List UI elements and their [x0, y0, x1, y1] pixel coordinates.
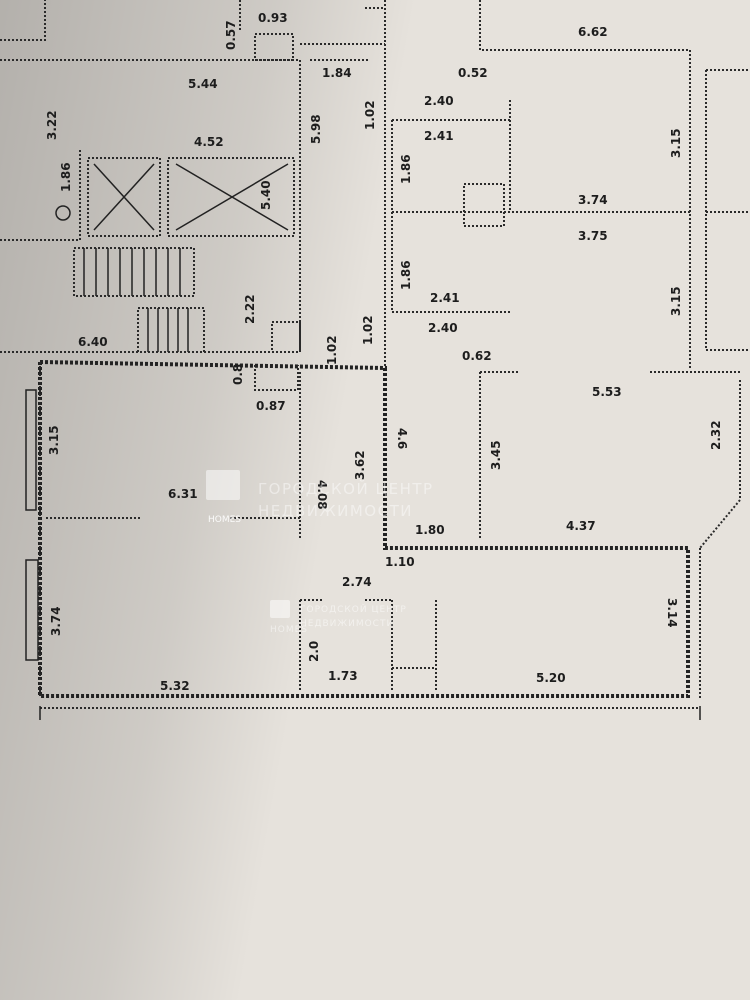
watermark-secondary-logo-icon: [270, 600, 290, 618]
watermark-line2: НЕДВИЖИМОСТИ: [258, 502, 413, 520]
dim-label: 1.02: [325, 335, 339, 365]
window-left-upper: [25, 389, 37, 511]
dim-label: 0.62: [462, 349, 492, 363]
dimension-labels: 0.93 0.57 5.44 3.22 1.86 4.52 5.40 2.22 …: [45, 11, 723, 693]
window-left: [25, 559, 39, 661]
dim-label: 1.73: [328, 669, 358, 683]
dim-label: 1.86: [59, 162, 73, 192]
dim-label: 2.41: [430, 291, 460, 305]
dim-label: 5.44: [188, 77, 218, 91]
watermark-line1: ГОРОДСКОЙ ЦЕНТР: [258, 479, 434, 498]
watermark-secondary-logo-label: HOMES: [270, 625, 308, 635]
dim-label: 1.86: [399, 260, 413, 290]
dim-label: 1.02: [361, 315, 375, 345]
dim-label: 0.87: [256, 399, 286, 413]
dim-label: 5.20: [536, 671, 566, 685]
dim-label: 6.31: [168, 487, 198, 501]
dim-label: 0.57: [224, 20, 238, 50]
watermark-logo-label: HOMES: [208, 515, 241, 525]
dim-label: 3.15: [47, 425, 61, 455]
dim-label: 1.80: [415, 523, 445, 537]
building-context: [0, 0, 750, 700]
watermark-secondary-line1: ГОРОДСКОЙ ЦЕНТР: [300, 603, 407, 615]
dim-label: 2.32: [709, 420, 723, 450]
dim-label: 3.75: [578, 229, 608, 243]
dim-label: 4.08: [315, 480, 329, 510]
watermark-logo-icon: [206, 470, 240, 500]
ventilation-shaft-2: [463, 183, 505, 227]
watermark-secondary: HOMES ГОРОДСКОЙ ЦЕНТР НЕДВИЖИМОСТИ: [270, 600, 407, 635]
dim-label: 5.40: [259, 180, 273, 210]
apartment-outline: [38, 359, 690, 698]
dim-label: 2.0: [307, 641, 321, 662]
elevator-shafts: [87, 157, 295, 237]
dim-label: 3.22: [45, 110, 59, 140]
dim-label: 6.62: [578, 25, 608, 39]
ventilation-shaft: [254, 33, 294, 61]
dim-label: 0.93: [258, 11, 288, 25]
dim-label: 2.41: [424, 129, 454, 143]
dim-label: 4.37: [566, 519, 596, 533]
dim-label: 3.14: [665, 598, 679, 628]
dim-label: 5.53: [592, 385, 622, 399]
dim-label: 3.74: [578, 193, 608, 207]
dim-label: 1.84: [322, 66, 352, 80]
watermark-secondary-line2: НЕДВИЖИМОСТИ: [300, 619, 394, 629]
dim-label: 2.40: [428, 321, 458, 335]
dim-label: 0.52: [458, 66, 488, 80]
dim-label: 2.40: [424, 94, 454, 108]
dim-label: 6.40: [78, 335, 108, 349]
dim-label: 3.15: [669, 286, 683, 316]
ventilation-shaft-3: [271, 321, 301, 353]
dim-label: 1.02: [363, 100, 377, 130]
dim-label: 3.15: [669, 128, 683, 158]
dim-label: 5.32: [160, 679, 190, 693]
dim-label: 3.74: [49, 606, 63, 636]
staircase: [73, 247, 205, 353]
dim-label: 0.8: [231, 364, 245, 385]
dim-label: 2.22: [243, 294, 257, 324]
interior-partitions: [39, 365, 701, 720]
dim-label: 1.10: [385, 555, 415, 569]
dim-label: 1.86: [399, 154, 413, 184]
watermark-main: HOMES ГОРОДСКОЙ ЦЕНТР НЕДВИЖИМОСТИ: [206, 470, 434, 525]
dim-label: 2.74: [342, 575, 372, 589]
dim-label: 3.45: [489, 440, 503, 470]
circle-marker-icon: [55, 205, 71, 221]
dim-label: 4.6: [395, 428, 409, 449]
dim-label: 5.98: [309, 114, 323, 144]
dim-label: 4.52: [194, 135, 224, 149]
dim-label: 3.62: [353, 450, 367, 480]
